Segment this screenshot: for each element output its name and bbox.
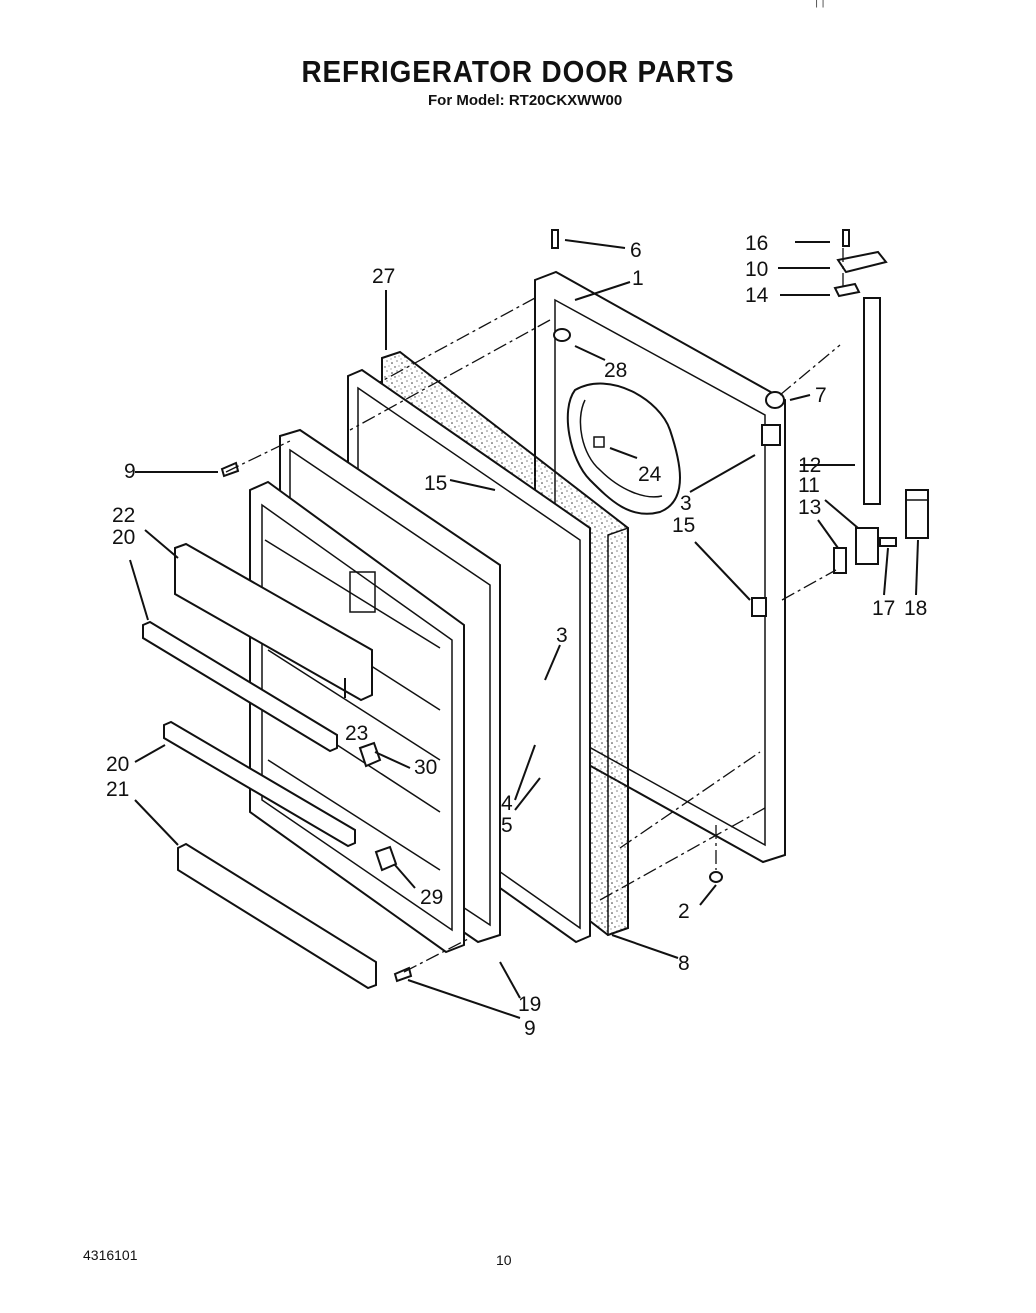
callout-16: 16 <box>745 232 768 255</box>
leader-lines <box>129 239 919 1019</box>
callout-14: 14 <box>745 284 769 307</box>
callout-11: 11 <box>798 474 820 497</box>
callout-1: 1 <box>632 267 644 290</box>
callout-8: 8 <box>678 952 690 975</box>
model-line: For Model: RT20CKXWW00 <box>428 92 623 109</box>
callout-24: 24 <box>638 463 662 486</box>
callout-29: 29 <box>420 886 443 909</box>
callout-21: 21 <box>106 778 129 801</box>
callout-20-lower: 20 <box>106 753 129 776</box>
callout-28: 28 <box>604 359 627 382</box>
callout-5: 5 <box>501 814 513 837</box>
callout-9-upper: 9 <box>124 460 136 483</box>
callout-7: 7 <box>815 384 827 407</box>
page-title: REFRIGERATOR DOOR PARTS <box>301 54 735 89</box>
rail-21 <box>177 842 377 990</box>
callout-3-left: 3 <box>556 624 568 647</box>
door-liner <box>249 428 501 954</box>
callout-2: 2 <box>678 900 690 923</box>
page-number: 10 <box>496 1252 512 1268</box>
callout-19: 19 <box>518 993 541 1016</box>
callout-30: 30 <box>414 756 437 779</box>
callout-4: 4 <box>501 792 513 815</box>
callout-22: 22 <box>112 504 135 527</box>
page-corner-mark: | | <box>815 0 825 8</box>
document-number: 4316101 <box>83 1247 138 1263</box>
callout-23: 23 <box>345 722 368 745</box>
rail-20-upper <box>142 620 338 753</box>
callout-15-right: 15 <box>672 514 695 537</box>
alignment-lines <box>225 248 844 973</box>
door-rails <box>142 542 377 990</box>
callout-12: 12 <box>798 454 821 477</box>
callout-15-left: 15 <box>424 472 447 495</box>
callout-9-lower: 9 <box>524 1017 536 1040</box>
callout-3-right: 3 <box>680 492 692 515</box>
callout-17: 17 <box>872 597 895 620</box>
callout-10: 10 <box>745 258 768 281</box>
rail-20-lower <box>163 720 356 848</box>
callout-6: 6 <box>630 239 642 262</box>
callout-20-upper: 20 <box>112 526 135 549</box>
callout-13: 13 <box>798 496 821 519</box>
rail-22 <box>174 542 373 702</box>
callout-labels: 6 1 28 7 24 3 15 16 10 14 12 11 13 17 18… <box>106 232 927 1040</box>
callout-18: 18 <box>904 597 927 620</box>
callout-27: 27 <box>372 265 395 288</box>
